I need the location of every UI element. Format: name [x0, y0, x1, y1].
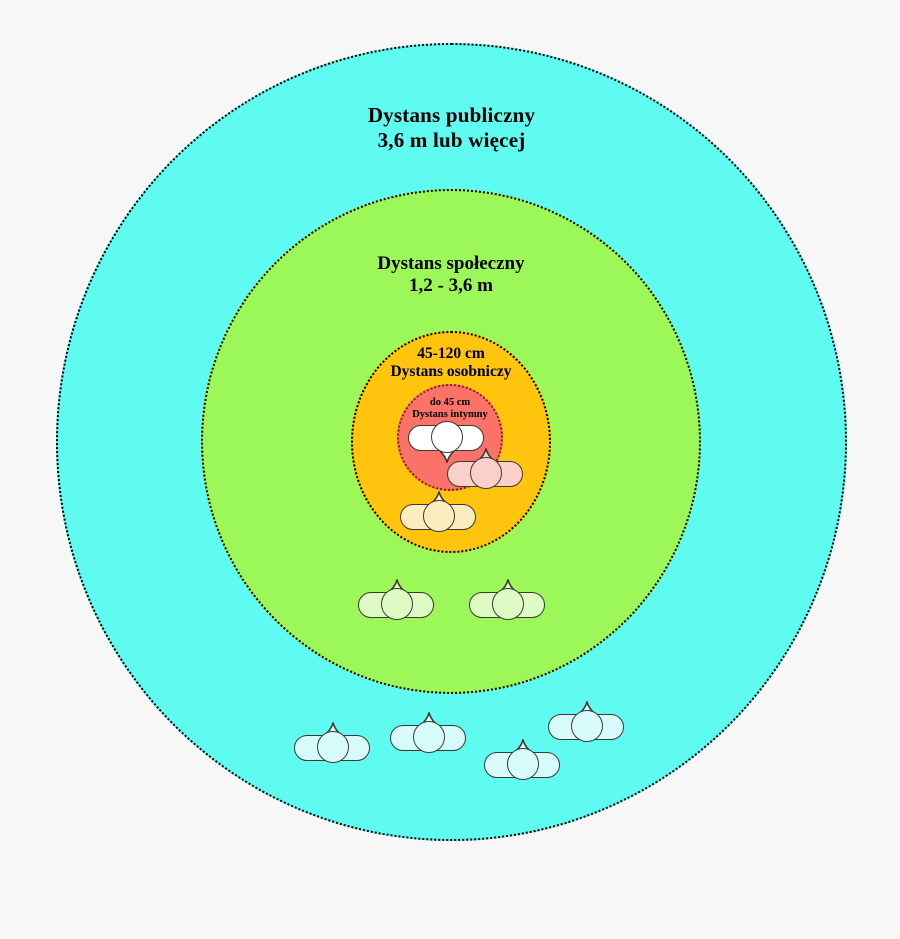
- person-public-1: [294, 721, 370, 769]
- person-public-4: [548, 700, 624, 748]
- public-distance-label: Dystans publiczny 3,6 m lub więcej: [367, 103, 536, 152]
- person-public-3: [484, 738, 560, 786]
- person-head-shape: [423, 500, 455, 532]
- person-personal-cream: [400, 490, 476, 538]
- person-social-left: [358, 578, 434, 626]
- person-head-shape: [431, 421, 463, 453]
- person-public-2: [390, 711, 466, 759]
- person-social-right: [469, 578, 545, 626]
- person-head-shape: [470, 457, 502, 489]
- social-distance-label: Dystans społeczny 1,2 - 3,6 m: [377, 253, 525, 297]
- person-head-shape: [381, 588, 413, 620]
- person-head-shape: [317, 731, 349, 763]
- person-intimate-pink: [447, 447, 523, 495]
- person-head-shape: [413, 721, 445, 753]
- person-head-shape: [507, 748, 539, 780]
- person-head-shape: [571, 710, 603, 742]
- person-head-shape: [492, 588, 524, 620]
- person-intimate-white: [408, 415, 484, 463]
